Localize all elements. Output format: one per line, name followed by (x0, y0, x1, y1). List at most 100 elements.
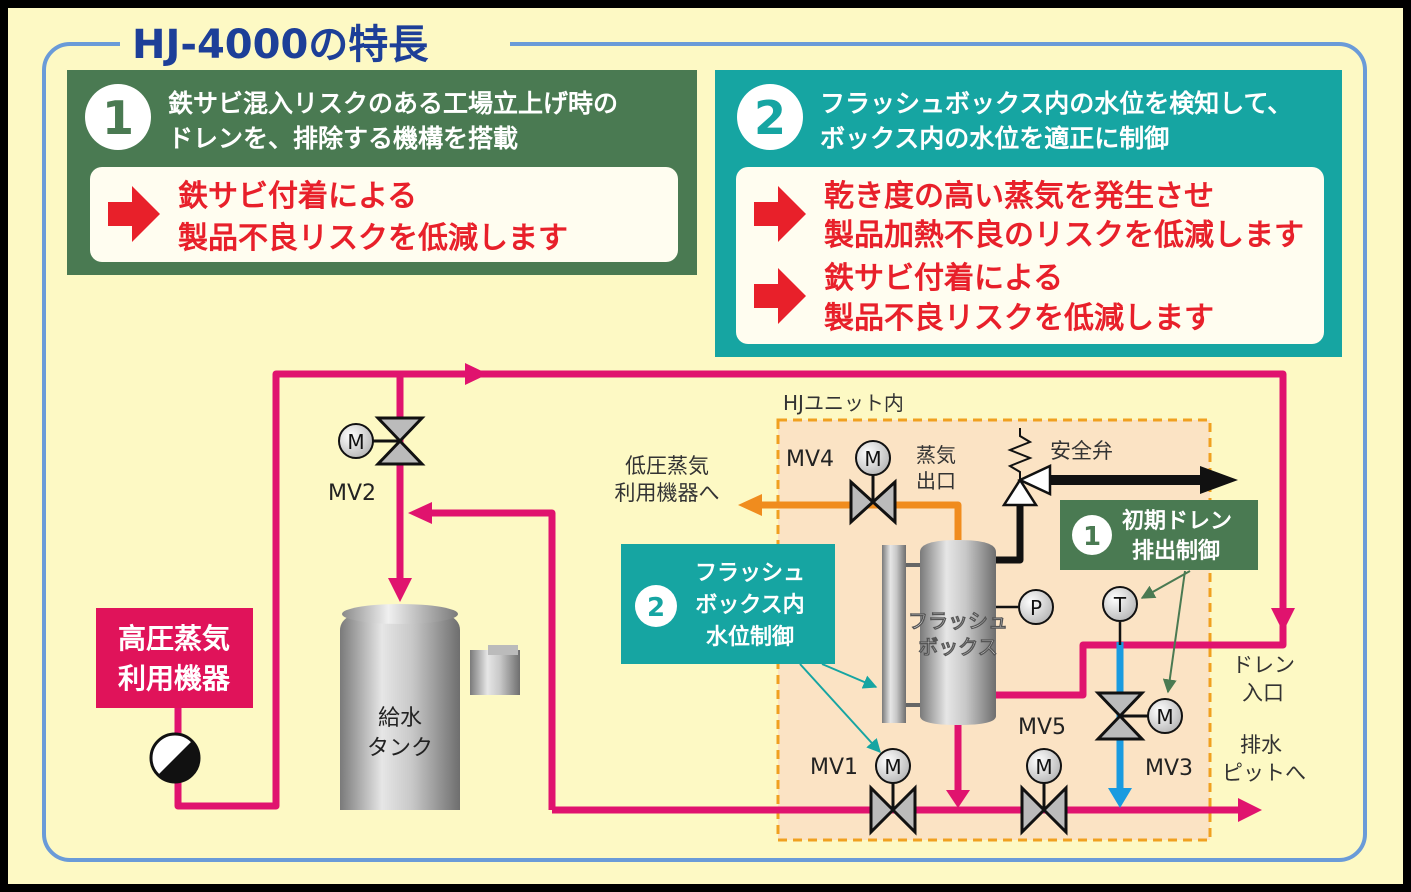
page-title: HJ-4000の特長 (132, 22, 429, 68)
flash-box-label-line2: ボックス (918, 635, 997, 659)
lp-equipment-label-line1: 低圧蒸気 (625, 454, 709, 478)
tank-label-line1: 給水 (378, 706, 422, 731)
callout-2-line3: 水位制御 (706, 624, 794, 650)
valve-mv5: M MV5 (1018, 715, 1068, 836)
mv3-motor-symbol: M (1156, 705, 1173, 729)
hj-unit-label: HJユニット内 (783, 391, 904, 415)
mv4-motor-icon (855, 440, 891, 476)
valve-mv4: M MV4 (786, 440, 897, 526)
drain-inlet-pipe (993, 618, 1287, 699)
feature-2-number-badge (737, 84, 803, 150)
temperature-symbol: T (1113, 593, 1127, 617)
hp-equipment-label-line2: 利用機器 (118, 662, 231, 695)
temperature-gauge-icon (1102, 586, 1138, 622)
callout-1-line1: 初期ドレン (1122, 508, 1232, 534)
feature-1-result-arrow-icon (108, 186, 160, 242)
callout-2-number: 2 (647, 593, 665, 623)
pressure-gauge-icon (1018, 589, 1054, 625)
feature-2-panel: 2 フラッシュボックス内の水位を検知して、 ボックス内の水位を適正に制御 乾き度… (715, 70, 1342, 357)
mv1-label: MV1 (810, 755, 858, 780)
callout-2-line1: フラッシュ (695, 561, 805, 586)
safety-valve: 安全弁 (1001, 428, 1113, 507)
flash-box-label-line1: フラッシュ (908, 609, 1008, 633)
feature-2-result2-line2: 製品不良リスクを低減します (824, 301, 1214, 336)
flow-arrow-left-icon (408, 502, 432, 524)
feature-2-result2-arrow-icon (754, 268, 806, 324)
lp-steam-pipe (760, 501, 962, 540)
mv1-motor-icon (875, 748, 911, 784)
mv2-motor-symbol: M (347, 430, 364, 454)
mv3-motor-icon (1147, 698, 1183, 734)
flash-drain-arrow-icon (946, 790, 970, 808)
outer-frame (42, 42, 1367, 862)
vent-pipe (995, 505, 1024, 564)
feature-1-result-box (90, 167, 678, 262)
drain-pit-arrow-icon (1238, 798, 1262, 822)
steam-trap-icon (149, 732, 201, 784)
callout-1-number: 1 (1083, 522, 1101, 552)
feature-1-desc-line1: 鉄サビ混入リスクのある工場立上げ時の (168, 89, 618, 118)
callout-2-line2: ボックス内 (695, 593, 804, 618)
drain-pit-label-line2: ピットへ (1222, 761, 1306, 785)
drain-pit-label-line1: 排水 (1240, 733, 1282, 757)
feature-2-desc-line2: ボックス内の水位を適正に制御 (820, 124, 1169, 153)
mv5-motor-icon (1026, 748, 1062, 784)
valve-mv1: M MV1 (810, 748, 917, 836)
pressure-sensor: P (996, 589, 1054, 625)
flash-box: フラッシュ ボックス (882, 540, 1008, 725)
mv4-motor-symbol: M (864, 447, 881, 471)
feature-1-number: 1 (102, 91, 134, 145)
mv2-label: MV2 (328, 481, 376, 506)
hp-equipment-label-line1: 高圧蒸気 (118, 622, 230, 655)
feature-2-number: 2 (754, 91, 786, 145)
steam-outlet-label-line2: 出口 (916, 469, 956, 493)
mv2-motor-icon (338, 423, 374, 459)
feature-1-result-line2: 製品不良リスクを低減します (178, 221, 568, 256)
pressure-symbol: P (1030, 596, 1042, 620)
feature-1-result-line1: 鉄サビ付着による (178, 179, 417, 214)
callout-initial-drain-control: 1 初期ドレン 排出制御 (1060, 500, 1258, 694)
callout-flash-box-level-control: 2 フラッシュ ボックス内 水位制御 (621, 544, 881, 754)
feed-water-tank: 給水 タンク (340, 604, 520, 810)
feature-1-desc-line2: ドレンを、排除する機構を搭載 (168, 124, 518, 153)
flow-arrow-down-icon (388, 578, 412, 602)
mv5-label: MV5 (1018, 715, 1066, 740)
return-line-vertical (430, 509, 556, 810)
callout-1-line2: 排出制御 (1132, 538, 1220, 564)
valve-mv2: M MV2 (328, 416, 426, 506)
feature-2-result1-line1: 乾き度の高い蒸気を発生させ (824, 179, 1214, 214)
feature-2-desc-line1: フラッシュボックス内の水位を検知して、 (820, 89, 1292, 118)
mv5-motor-symbol: M (1035, 755, 1052, 779)
drain-inlet-arrow-icon (1271, 608, 1295, 632)
mv4-label: MV4 (786, 447, 834, 472)
feature-1-panel: 1 鉄サビ混入リスクのある工場立上げ時の ドレンを、排除する機構を搭載 鉄サビ付… (67, 70, 697, 275)
feature-2-result1-arrow-icon (754, 186, 806, 242)
level-gauge-column (882, 545, 906, 723)
temperature-sensor: T (1102, 586, 1138, 645)
lp-equipment-label-line2: 利用機器へ (615, 481, 720, 505)
flow-arrow-right-icon (465, 363, 488, 385)
drain-inlet-label-line2: 入口 (1242, 681, 1284, 705)
mv3-label: MV3 (1145, 756, 1193, 781)
callout-2-number-badge (635, 585, 677, 627)
valve-mv3: M MV3 (1094, 691, 1193, 781)
safety-valve-spring-icon (1007, 428, 1033, 480)
steam-outlet-label-line1: 蒸気 (916, 443, 956, 467)
title-gap (120, 20, 510, 70)
water-arrow-icon (1108, 788, 1132, 808)
hp-steam-pipe (174, 370, 1287, 810)
callout-1-number-badge (1072, 515, 1112, 555)
feature-2-result2-line1: 鉄サビ付着による (824, 261, 1063, 296)
flow-arrows (388, 363, 1295, 822)
tank-label-line2: タンク (367, 736, 433, 761)
mv1-motor-symbol: M (884, 755, 901, 779)
feature-1-number-badge (85, 84, 151, 150)
feature-2-result1-line2: 製品加熱不良のリスクを低減します (824, 218, 1304, 253)
exhaust-arrow-icon (1200, 466, 1238, 494)
hp-steam-equipment: 高圧蒸気 利用機器 (96, 608, 253, 740)
feature-2-result-box (736, 167, 1324, 344)
drain-inlet-label-line1: ドレン (1232, 653, 1295, 677)
safety-valve-label: 安全弁 (1050, 439, 1113, 463)
lp-steam-arrow-icon (738, 494, 762, 516)
